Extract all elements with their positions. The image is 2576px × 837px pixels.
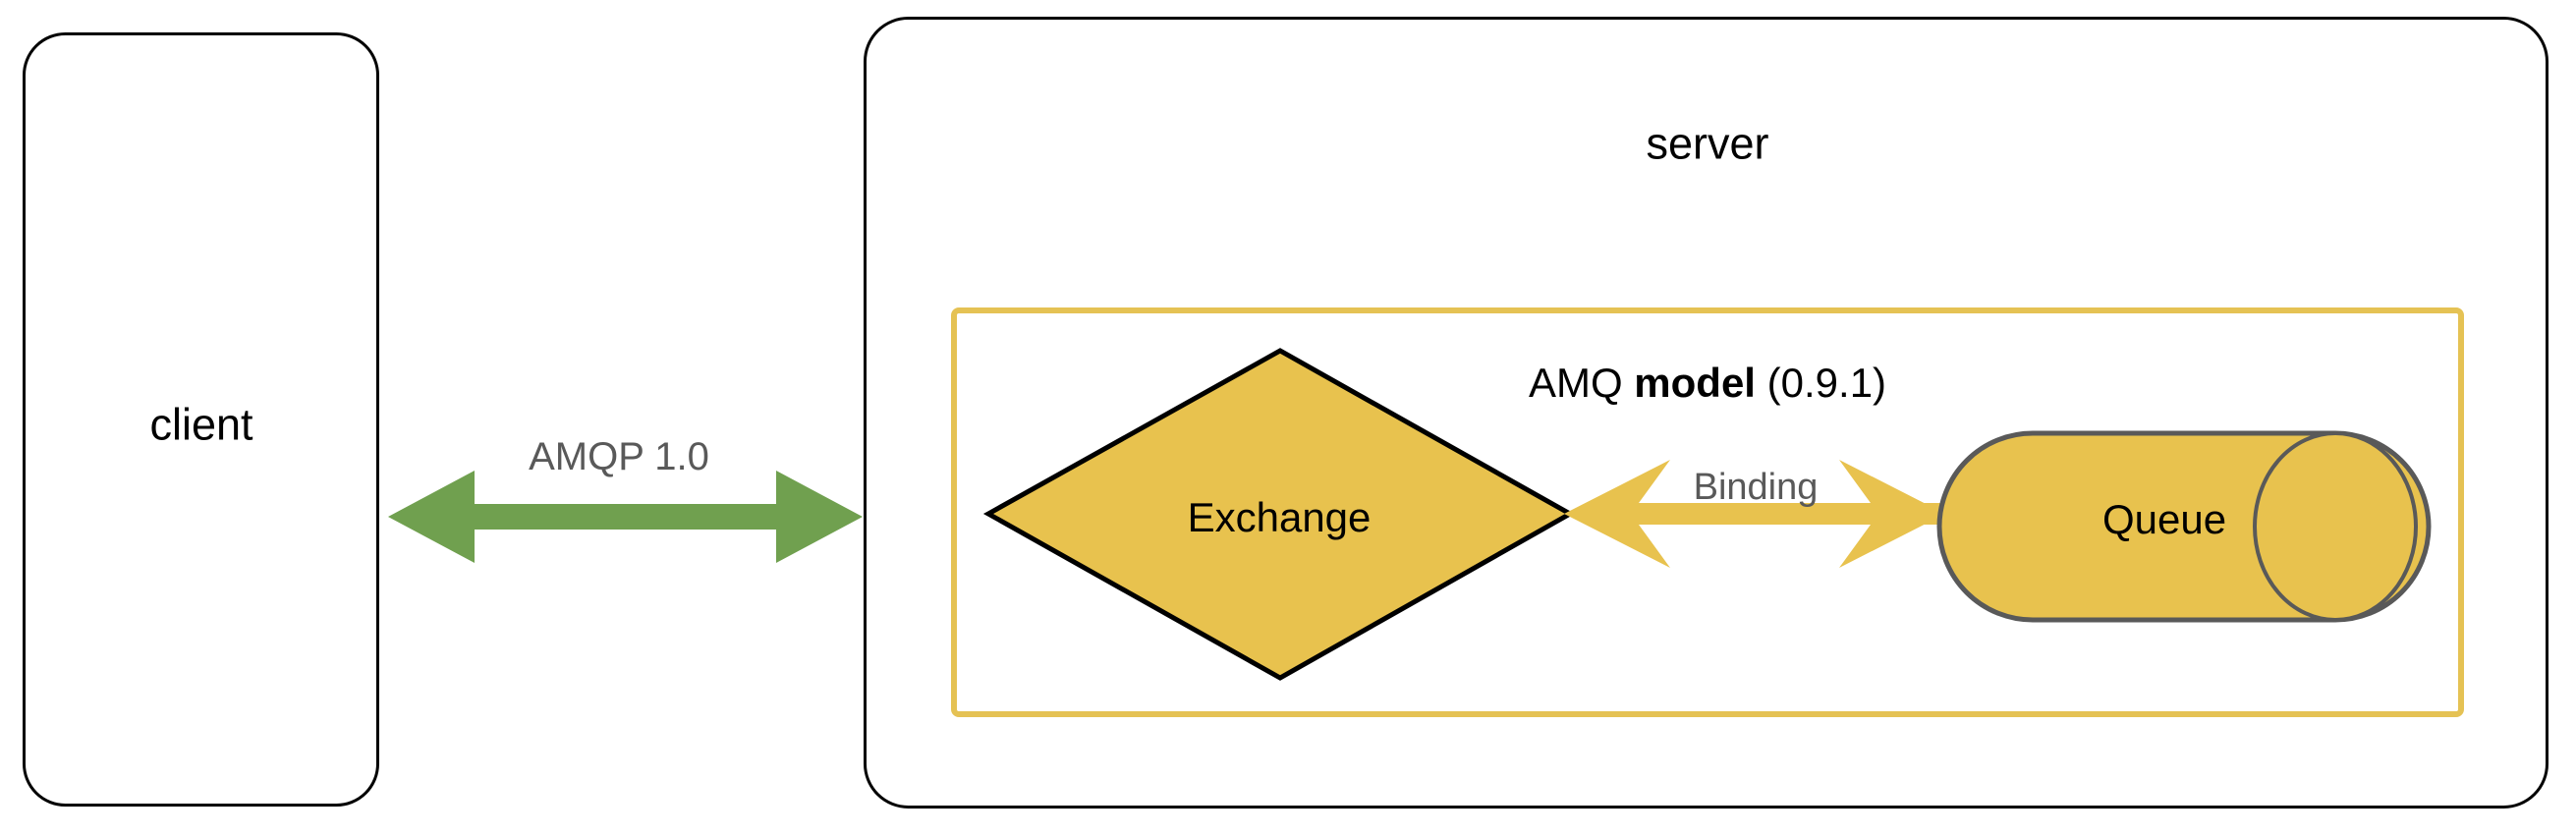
client-label: client [149,399,253,450]
queue-cylinder[interactable] [1936,430,2432,623]
amqp-protocol-label: AMQP 1.0 [529,435,709,478]
queue-label: Queue [2101,496,2227,542]
exchange-label: Exchange [1187,494,1372,540]
amq-model-label-suffix: (0.9.1) [1755,360,1887,406]
binding-double-arrow-icon [1564,460,1945,568]
queue-cylinder-cap [2253,431,2418,622]
amq-model-label-bold: model [1634,360,1756,406]
amq-model-label: AMQ model (0.9.1) [1529,363,1886,404]
server-label: server [1646,118,1769,169]
binding-label: Binding [1693,467,1819,508]
client-box[interactable] [23,32,379,807]
amq-model-label-prefix: AMQ [1528,360,1635,406]
amqp-double-arrow-icon [388,471,863,563]
